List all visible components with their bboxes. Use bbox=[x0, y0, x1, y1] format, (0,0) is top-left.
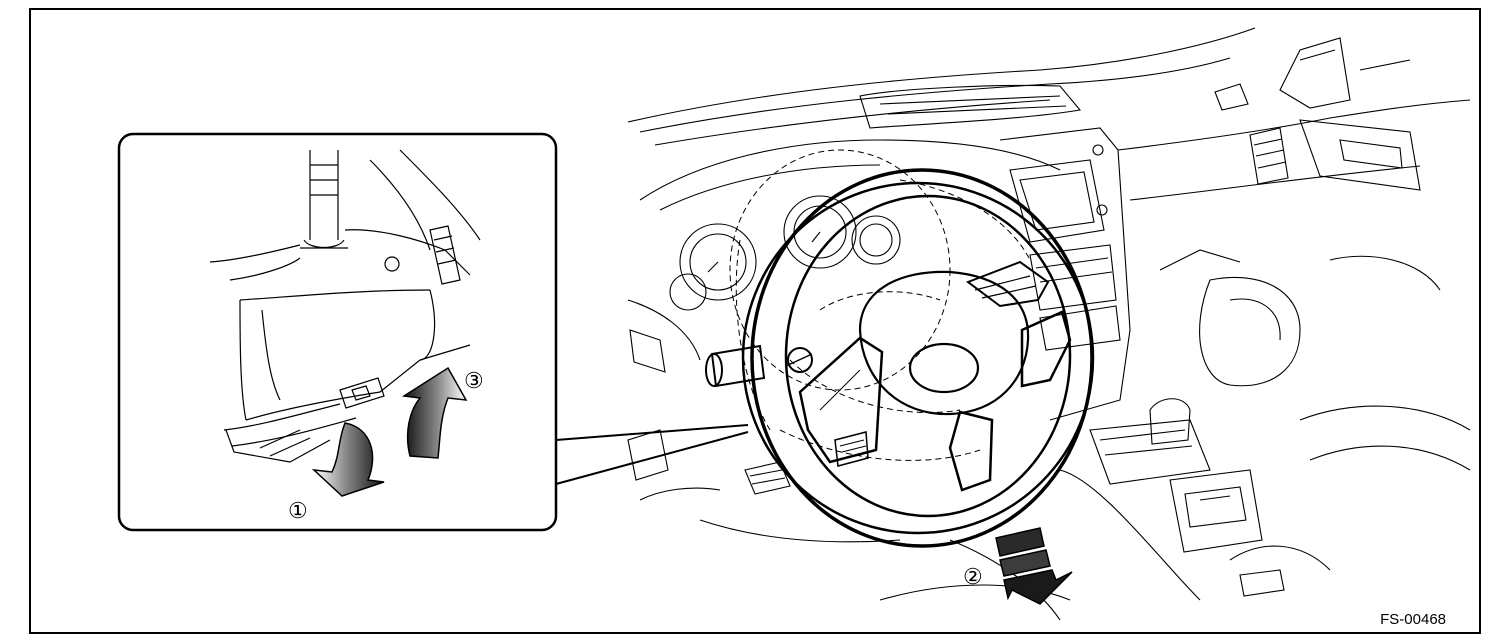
emblem bbox=[908, 342, 980, 394]
inset-frame bbox=[117, 132, 558, 532]
callout-step2: ② bbox=[963, 564, 983, 589]
steering-wheel-rim-inner bbox=[784, 194, 1072, 518]
callout-step1: ① bbox=[288, 498, 308, 523]
arrow-step2 bbox=[995, 527, 1073, 605]
inset-lineart bbox=[209, 149, 481, 463]
figure-frame bbox=[29, 8, 1481, 634]
inset-connector bbox=[555, 424, 749, 485]
callout-step3: ③ bbox=[464, 368, 484, 393]
airbag-pad bbox=[858, 270, 1030, 416]
zoom-source-circle bbox=[741, 181, 1095, 535]
arrow-step3 bbox=[401, 366, 468, 459]
dashboard-lineart bbox=[627, 27, 1471, 621]
detail-inset bbox=[117, 132, 749, 532]
arrow-step1 bbox=[311, 422, 385, 497]
figure-code: FS-00468 bbox=[1380, 611, 1446, 628]
